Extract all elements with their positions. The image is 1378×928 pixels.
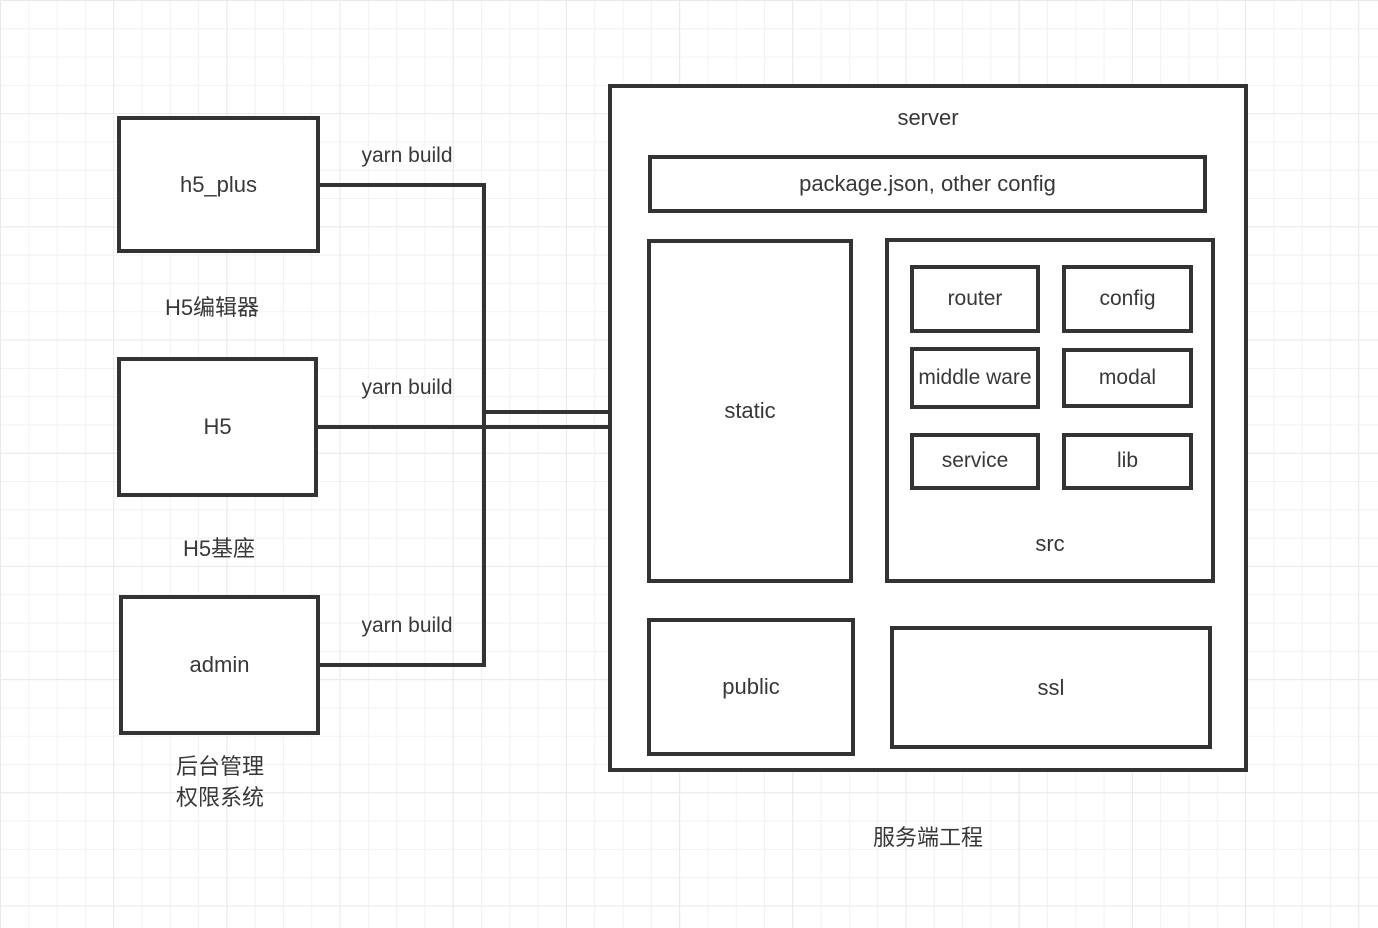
caption-h5-editor: H5编辑器 [164, 295, 260, 320]
node-h5-plus: h5_plus [117, 116, 320, 253]
edge-label-yarn-build-3: yarn build [361, 614, 453, 637]
node-lib: lib [1062, 433, 1193, 490]
node-ssl: ssl [890, 626, 1212, 749]
node-src: router config middle ware modal service … [885, 238, 1215, 583]
node-h5-plus-label: h5_plus [179, 171, 258, 197]
node-router: router [910, 265, 1040, 333]
edge-label-yarn-build-2: yarn build [361, 376, 453, 399]
node-h5-label: H5 [203, 414, 232, 440]
node-lib-label: lib [1116, 449, 1138, 473]
node-public: public [647, 618, 855, 756]
node-ssl-label: ssl [1037, 674, 1065, 700]
caption-admin-system: 后台管理 权限系统 [175, 754, 264, 810]
node-service: service [910, 433, 1040, 490]
node-config-label: config [1099, 286, 1156, 310]
node-middleware: middle ware [910, 347, 1040, 409]
node-static: static [647, 239, 853, 583]
src-label: src [1035, 531, 1065, 556]
node-config: config [1062, 265, 1193, 333]
node-package-config: package.json, other config [648, 155, 1207, 213]
node-modal: modal [1062, 348, 1193, 408]
node-static-label: static [724, 398, 776, 424]
node-modal-label: modal [1098, 365, 1157, 389]
node-public-label: public [722, 674, 780, 700]
node-service-label: service [941, 449, 1009, 473]
node-server: server package.json, other config static… [608, 84, 1248, 772]
server-title: server [897, 105, 959, 130]
node-admin: admin [119, 595, 320, 735]
node-router-label: router [947, 286, 1003, 310]
node-package-config-label: package.json, other config [799, 171, 1056, 197]
caption-server-project: 服务端工程 [872, 825, 983, 850]
edge-label-yarn-build-1: yarn build [361, 144, 453, 167]
node-middleware-label: middle ware [918, 365, 1032, 389]
caption-h5-base: H5基座 [182, 536, 256, 561]
node-admin-label: admin [189, 652, 250, 678]
node-h5: H5 [117, 357, 318, 497]
